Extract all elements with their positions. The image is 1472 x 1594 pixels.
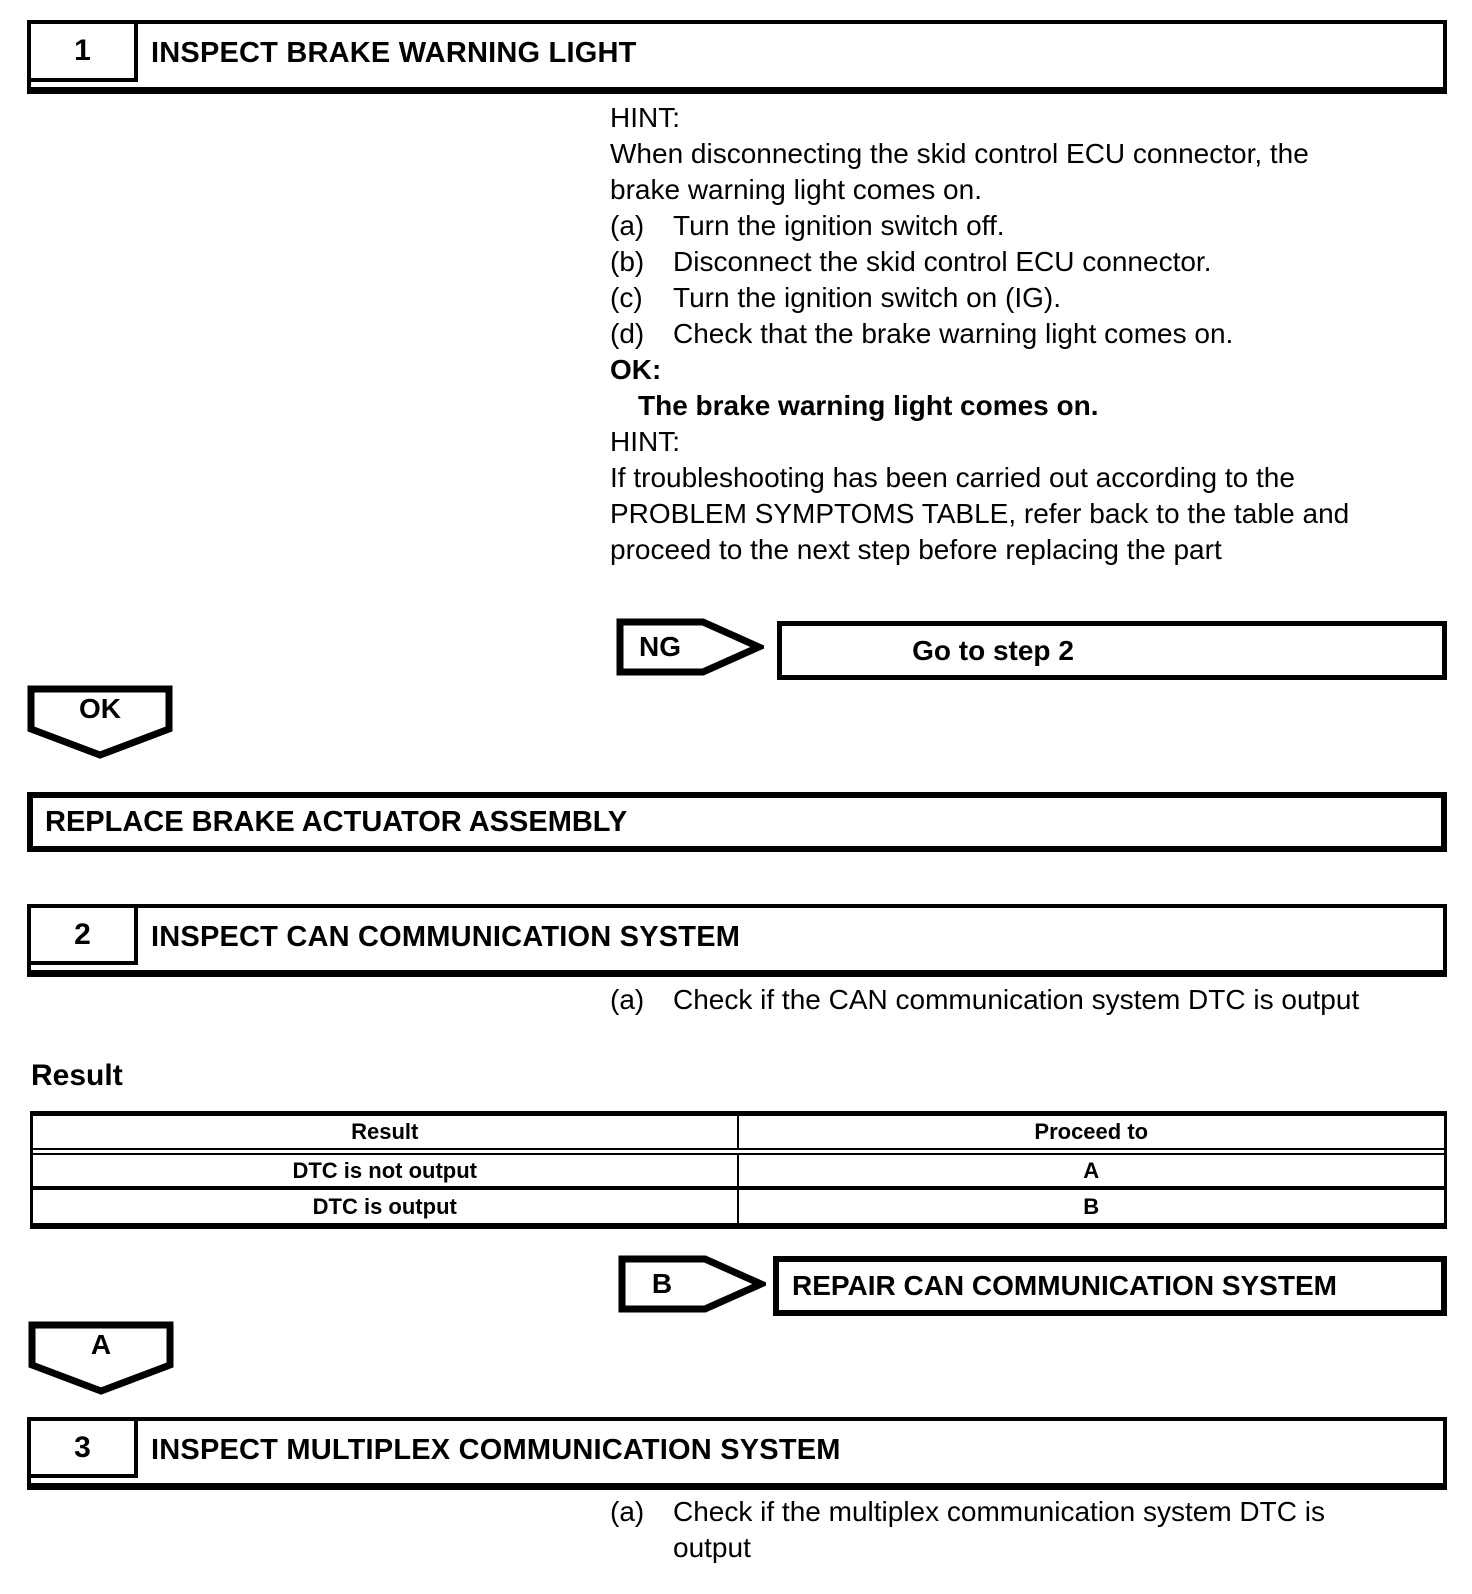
step2-header: 2 INSPECT CAN COMMUNICATION SYSTEM (27, 904, 1447, 977)
substep-text: Check if the CAN communication system DT… (673, 984, 1360, 1015)
step2-number: 2 (31, 908, 138, 965)
step3-instructions: (a) Check if the multiplex communication… (610, 1494, 1460, 1566)
hint-text-line: proceed to the next step before replacin… (610, 534, 1222, 565)
substep-c: (c) Turn the ignition switch on (IG). (610, 280, 1460, 316)
hint-label: HINT: (610, 426, 680, 457)
substep-marker: (a) (610, 984, 645, 1015)
substep-a: (a) Check if the CAN communication syste… (610, 982, 1460, 1018)
hint-label: HINT: (610, 102, 680, 133)
result-cell: DTC is not output (33, 1155, 739, 1186)
substep-marker: (b) (610, 246, 645, 277)
ok-condition: The brake warning light comes on. (638, 390, 1099, 421)
repair-action-box: REPAIR CAN COMMUNICATION SYSTEM (773, 1256, 1447, 1316)
step3-header: 3 INSPECT MULTIPLEX COMMUNICATION SYSTEM (27, 1417, 1447, 1490)
substep-marker: (a) (610, 1496, 645, 1527)
step1-number: 1 (31, 24, 138, 82)
step2-title: INSPECT CAN COMMUNICATION SYSTEM (151, 920, 741, 953)
substep-a: (a) Turn the ignition switch off. (610, 208, 1460, 244)
substep-text-line: Check if the multiplex communication sys… (673, 1496, 1325, 1527)
result-section-label: Result (31, 1059, 123, 1092)
down-arrow-pentagon-icon (28, 1321, 174, 1395)
substep-text: Check if the multiplex communication sys… (673, 1494, 1325, 1566)
hint-text-line: When disconnecting the skid control ECU … (610, 138, 1309, 169)
substep-marker: (a) (610, 210, 645, 241)
substep-d: (d) Check that the brake warning light c… (610, 316, 1460, 352)
proceed-cell: A (1083, 1158, 1100, 1183)
result-table: Result Proceed to DTC is not output A DT… (30, 1111, 1447, 1229)
substep-text: Check that the brake warning light comes… (673, 318, 1234, 349)
step1-header: 1 INSPECT BRAKE WARNING LIGHT (27, 20, 1447, 94)
table-row: DTC is output B (33, 1190, 1444, 1223)
step3-title: INSPECT MULTIPLEX COMMUNICATION SYSTEM (151, 1433, 841, 1466)
substep-marker: (d) (610, 318, 645, 349)
table-row: DTC is not output A (33, 1155, 1444, 1190)
table-header-row: Result Proceed to (33, 1116, 1444, 1155)
substep-a: (a) Check if the multiplex communication… (610, 1494, 1460, 1566)
right-arrow-pentagon-icon (616, 618, 764, 676)
step3-number: 3 (31, 1421, 138, 1478)
column-header-proceed-to: Proceed to (1034, 1119, 1149, 1144)
substep-text: Turn the ignition switch off. (673, 210, 1005, 241)
substep-b: (b) Disconnect the skid control ECU conn… (610, 244, 1460, 280)
down-arrow-pentagon-icon (27, 685, 173, 759)
step2-instructions: (a) Check if the CAN communication syste… (610, 982, 1460, 1018)
hint-text-line: brake warning light comes on. (610, 174, 982, 205)
step1-instructions: HINT: When disconnecting the skid contro… (610, 100, 1460, 568)
a-branch-label: A (90, 1329, 112, 1360)
ok-branch-label: OK (79, 693, 121, 724)
step1-title: INSPECT BRAKE WARNING LIGHT (151, 37, 637, 69)
ng-connector-arrow: NG (616, 618, 764, 676)
hint-text-line: PROBLEM SYMPTOMS TABLE, refer back to th… (610, 498, 1350, 529)
column-header-result: Result (33, 1116, 739, 1148)
substep-text: Disconnect the skid control ECU connecto… (673, 246, 1212, 277)
a-connector-pentagon: A (28, 1321, 174, 1395)
b-branch-label: B (651, 1268, 673, 1299)
hint-text-line: If troubleshooting has been carried out … (610, 462, 1295, 493)
ng-action-box: Go to step 2 (777, 621, 1447, 680)
substep-text: Turn the ignition switch on (IG). (673, 282, 1062, 313)
ok-connector-pentagon: OK (27, 685, 173, 759)
b-connector-arrow: B (618, 1255, 766, 1313)
right-arrow-pentagon-icon (618, 1255, 766, 1313)
substep-text-line: output (673, 1532, 751, 1563)
ng-branch-label: NG (639, 631, 681, 662)
replace-action-box: REPLACE BRAKE ACTUATOR ASSEMBLY (27, 792, 1447, 852)
substep-marker: (c) (610, 282, 643, 313)
proceed-cell: B (1083, 1194, 1100, 1219)
ok-label: OK: (610, 354, 662, 385)
result-cell: DTC is output (33, 1190, 739, 1223)
